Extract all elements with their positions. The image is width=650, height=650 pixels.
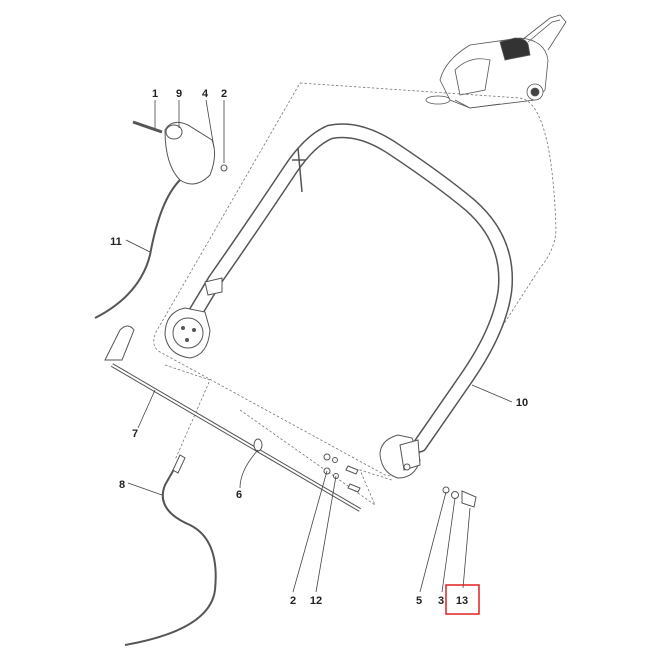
highlight-box [445,584,480,615]
callout-5: 5 [416,595,422,607]
callout-4: 4 [202,88,209,100]
cable-11 [94,179,181,319]
callout-6: 6 [236,489,242,501]
callout-1: 1 [152,88,158,100]
left-hinge [164,277,223,359]
callout-2-top: 2 [221,88,227,100]
handle-frame [177,123,514,453]
callout-3: 3 [438,595,444,607]
callout-11: 11 [110,236,122,248]
hardware [323,453,477,508]
assembly-outline [153,82,557,477]
callout-9: 9 [176,88,182,100]
right-hinge [379,434,421,479]
callout-8: 8 [119,479,125,491]
callout-2-bottom: 2 [290,595,296,607]
control-rod [104,325,362,512]
callout-13[interactable]: 13 [456,595,468,607]
machine-thumbnail [425,14,567,109]
leader-lines [125,99,513,593]
lever-assembly [132,120,228,185]
callout-10: 10 [516,397,528,409]
callout-12: 12 [310,595,322,607]
callout-7: 7 [132,428,138,440]
cable-8 [124,461,217,646]
